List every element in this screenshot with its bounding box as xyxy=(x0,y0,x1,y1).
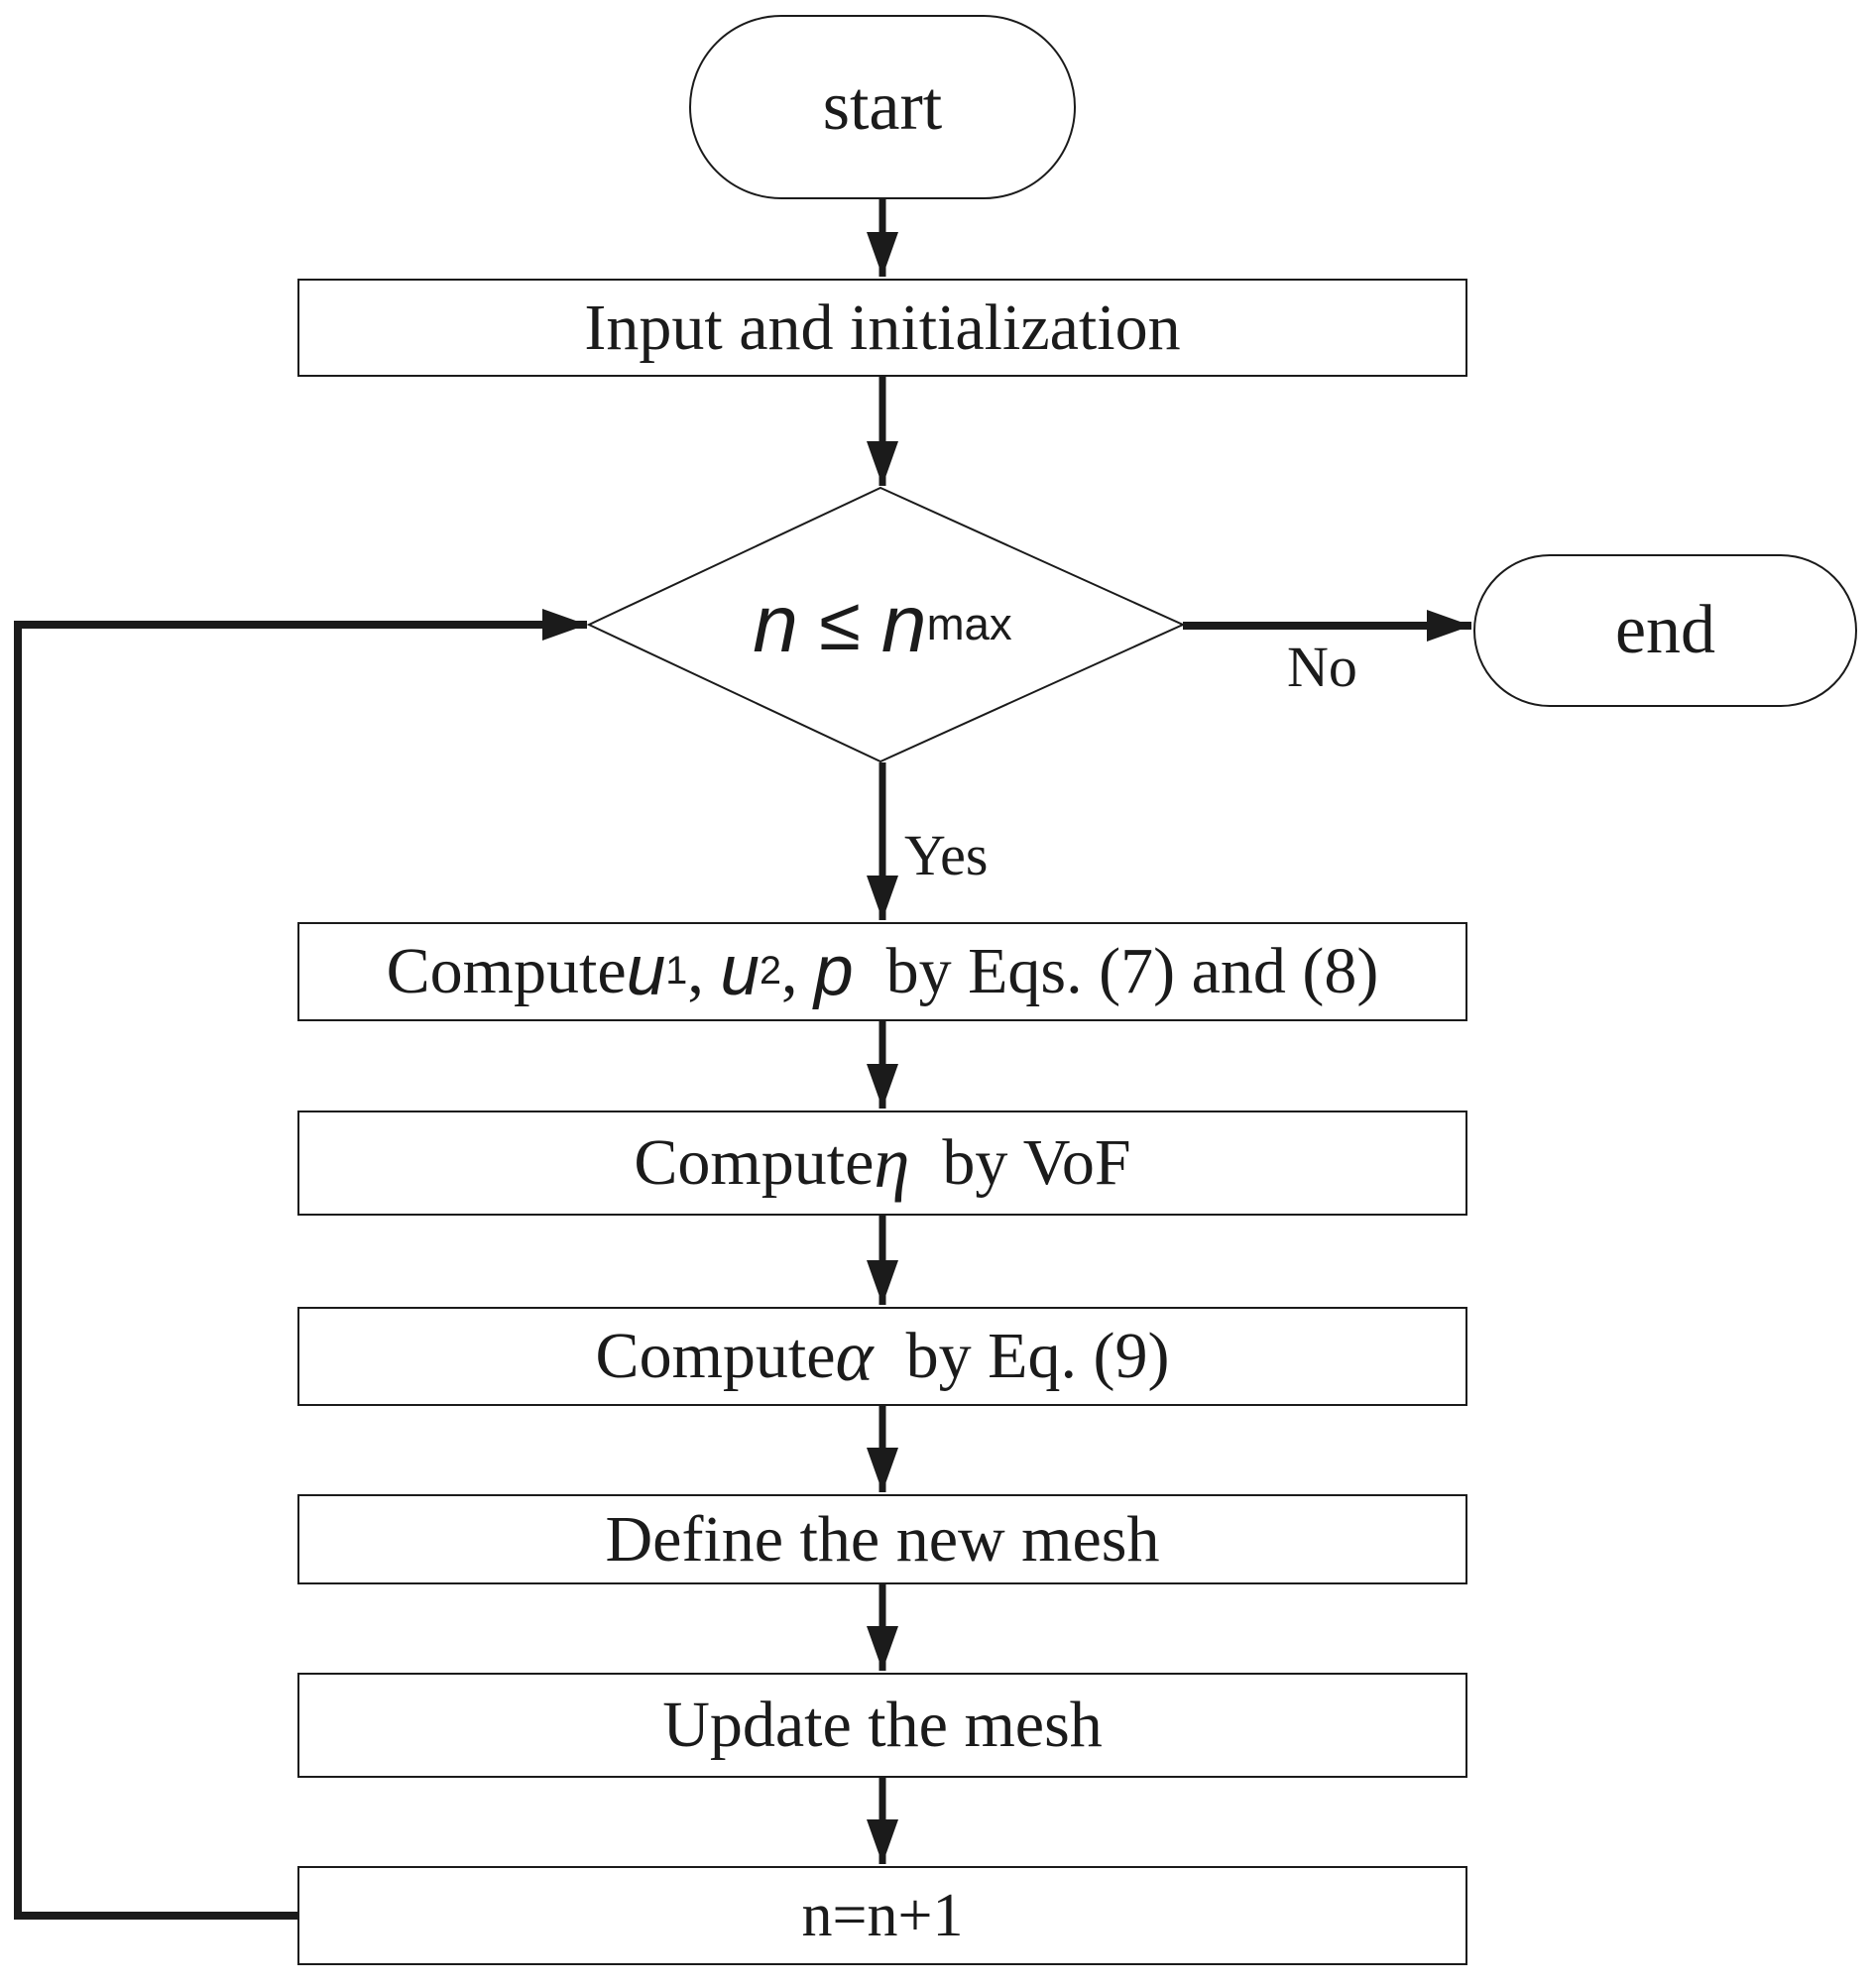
text-segment: by VoF xyxy=(909,1126,1131,1199)
text-segment: max xyxy=(926,599,1012,650)
text-segment: by Eq. (9) xyxy=(873,1320,1170,1392)
start-node: start xyxy=(689,15,1076,199)
text-segment: n xyxy=(880,578,927,669)
input-initialization-node: Input and initialization xyxy=(297,279,1467,377)
text-segment: α xyxy=(835,1315,874,1396)
text-segment: η xyxy=(874,1121,910,1203)
text-segment: u xyxy=(626,931,666,1011)
text-segment: 2 xyxy=(759,949,781,994)
text-segment: n=n+1 xyxy=(801,1882,964,1949)
text-segment: Compute xyxy=(386,935,627,1007)
no-edge-label: No xyxy=(1287,635,1357,699)
increment-n-node: n=n+1 xyxy=(297,1866,1467,1965)
update-mesh-node: Update the mesh xyxy=(297,1673,1467,1778)
text-segment: Define the new mesh xyxy=(605,1502,1160,1576)
yes-edge-label: Yes xyxy=(904,823,989,887)
text-segment: by Eqs. (7) and (8) xyxy=(853,935,1379,1007)
compute-eta-node: Compute η by VoF xyxy=(297,1111,1467,1216)
text-segment: , xyxy=(780,935,814,1007)
compute-alpha-node: Compute α by Eq. (9) xyxy=(297,1307,1467,1406)
text-segment: 1 xyxy=(665,949,688,994)
text-segment: u xyxy=(720,931,760,1011)
define-new-mesh-node: Define the new mesh xyxy=(297,1494,1467,1584)
text-segment: ≤ xyxy=(797,582,881,666)
text-segment: Update the mesh xyxy=(662,1689,1103,1761)
edge-loop-back xyxy=(14,609,587,1920)
text-segment: Input and initialization xyxy=(584,291,1181,364)
text-segment: n xyxy=(753,578,798,669)
end-node: end xyxy=(1473,554,1857,707)
text-segment: p xyxy=(813,931,854,1011)
text-segment: Compute xyxy=(634,1126,875,1199)
decision-diamond-shape xyxy=(586,486,1186,763)
text-segment: , xyxy=(687,935,721,1007)
text-segment: Compute xyxy=(595,1320,836,1392)
